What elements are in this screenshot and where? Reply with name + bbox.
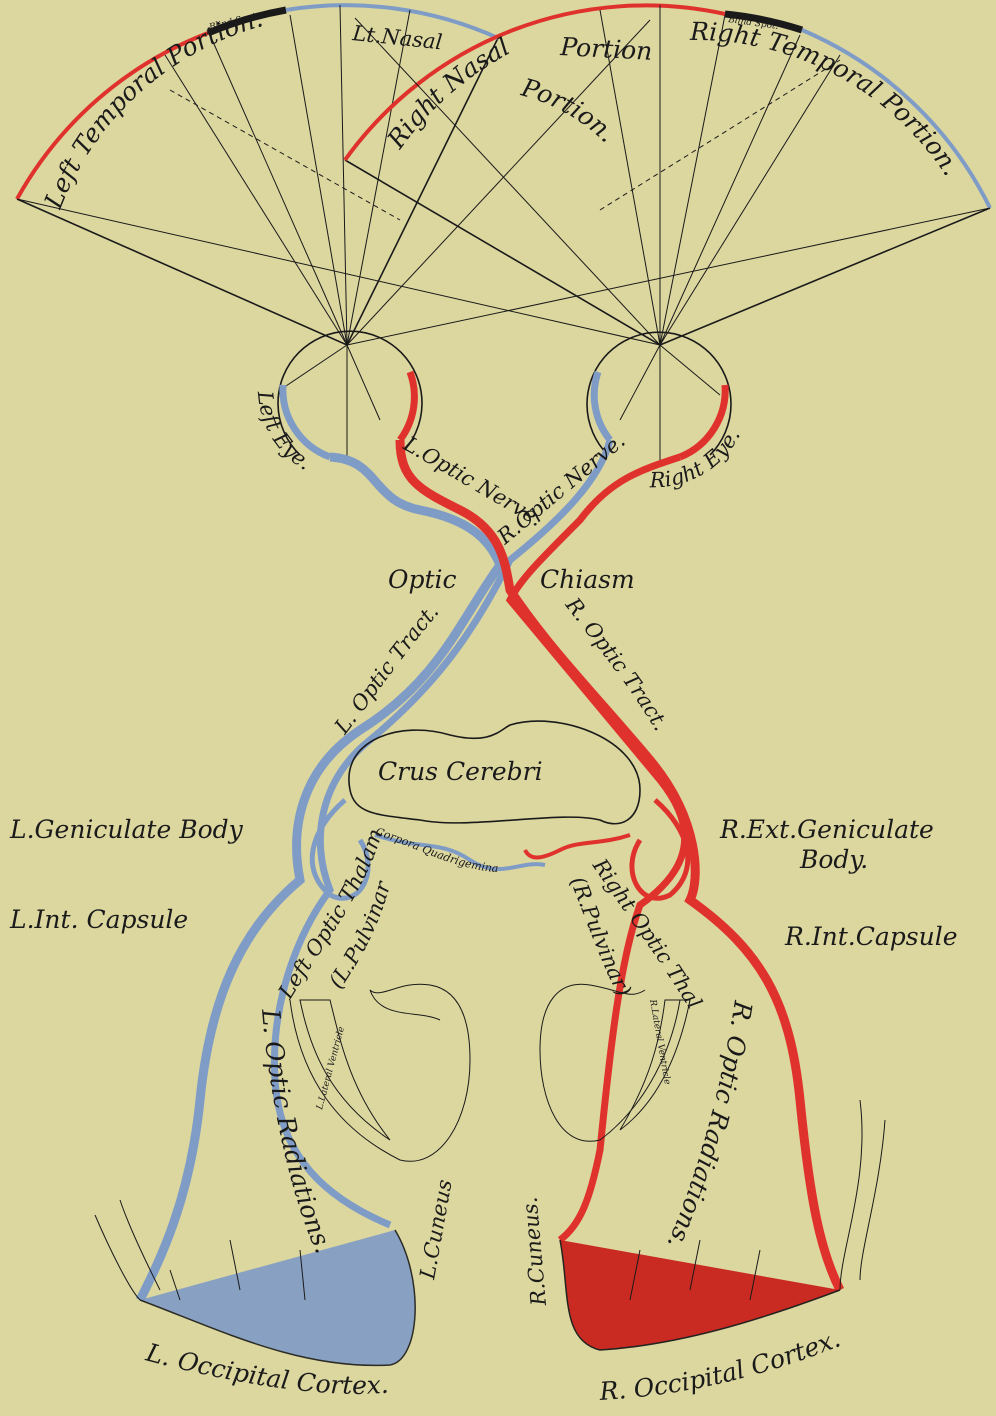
label-portion: Portion bbox=[559, 32, 653, 66]
label-optic: Optic bbox=[388, 565, 457, 594]
label-right-nasal-portion: Right Nasal bbox=[381, 32, 514, 154]
label-right-eye: Right Eye. bbox=[648, 425, 745, 492]
label-chiasm: Chiasm bbox=[540, 565, 635, 594]
label-l-geniculate-body: L.Geniculate Body bbox=[9, 815, 244, 844]
label-r-optic-tract: R. Optic Tract. bbox=[560, 592, 673, 734]
label-r-cuneus: R.Cuneus. bbox=[518, 1196, 551, 1308]
label-l-int-capsule: L.Int. Capsule bbox=[9, 905, 188, 934]
diagram-labels: Left Temporal Portion. Blind Spot. Lt.Na… bbox=[0, 0, 966, 1406]
label-r-int-capsule: R.Int.Capsule bbox=[784, 922, 958, 951]
label-r-lateral-ventricle: R.Lateral Ventricle bbox=[647, 998, 672, 1086]
label-crus-cerebri: Crus Cerebri bbox=[378, 757, 543, 786]
label-r-optic-radiations: R. Optic Radiations. bbox=[661, 998, 757, 1254]
label-r-ext-geniculate: R.Ext.Geniculate bbox=[719, 815, 934, 844]
label-l-cuneus: L.Cuneus bbox=[415, 1177, 457, 1281]
right-visual-field bbox=[345, 5, 990, 345]
label-right-nasal-portion-2: Portion. bbox=[517, 72, 622, 148]
label-lt-nasal: Lt.Nasal bbox=[350, 21, 443, 54]
label-body: Body. bbox=[799, 845, 868, 874]
left-visual-field bbox=[17, 5, 498, 345]
label-corpora-quadrigemina: Corpora Quadrigemina bbox=[374, 825, 499, 875]
label-left-temporal-portion: Left Temporal Portion. bbox=[38, 3, 266, 213]
label-l-lateral-ventricle: L.Lateral Ventricle bbox=[315, 1026, 347, 1112]
label-left-optic-thalamus: Left Optic Thalamus bbox=[0, 0, 388, 1004]
l-lateral-ventricle-shape bbox=[300, 1000, 390, 1140]
label-l-optic-radiations: L. Optic Radiations. bbox=[256, 1007, 339, 1258]
